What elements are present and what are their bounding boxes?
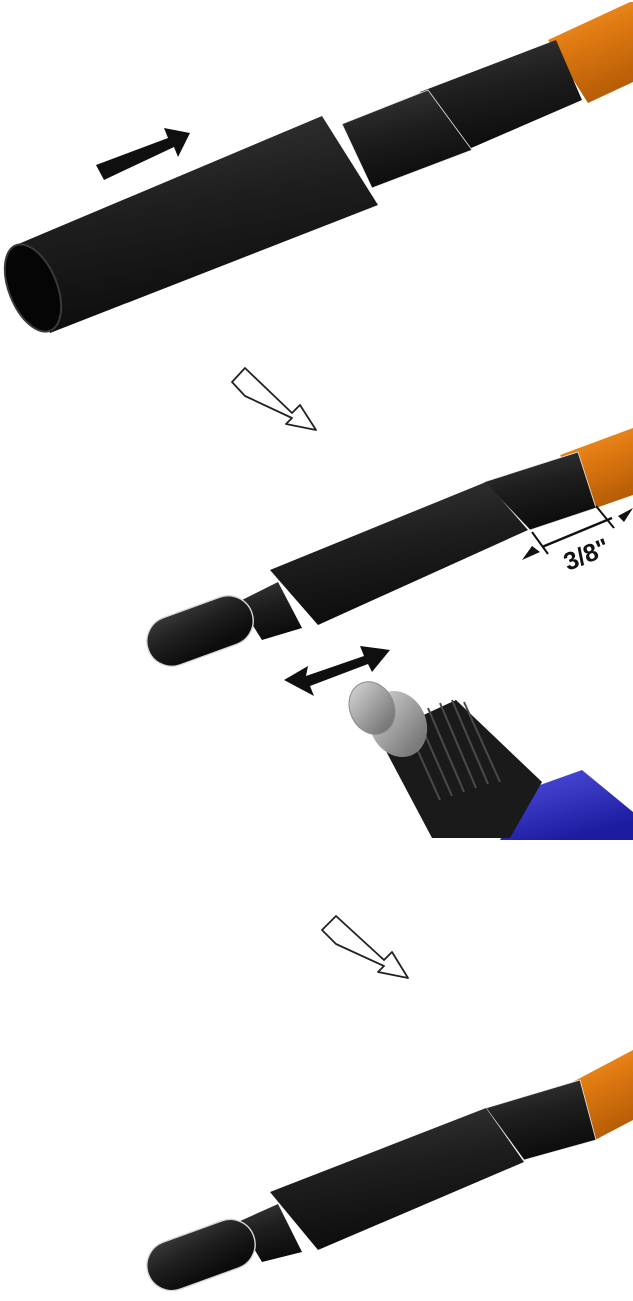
shrunk-sleeve-mid [270, 1108, 524, 1250]
flattened-connector [140, 1212, 262, 1297]
heat-shrink-sleeve [16, 116, 378, 333]
next-step-arrow-icon [232, 368, 316, 430]
dimension-arrow-icon [618, 508, 633, 522]
step-3-panel [140, 1050, 633, 1298]
dimension-label: 3/8" [560, 533, 614, 576]
flattened-connector [140, 589, 260, 674]
step-2-panel: 3/8" [140, 428, 633, 840]
next-step-arrow-icon [322, 916, 408, 978]
shrunk-sleeve-mid [270, 482, 528, 625]
dimension-arrow-icon [522, 546, 540, 560]
step-1-panel [0, 2, 633, 340]
heat-gun-icon [341, 674, 633, 840]
push-arrow-icon [96, 128, 190, 180]
